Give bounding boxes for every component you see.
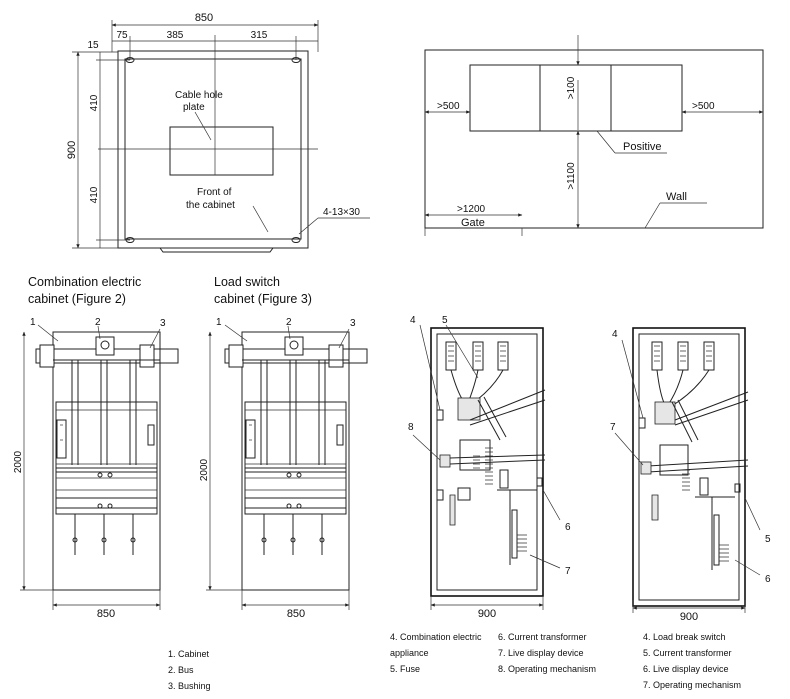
front-label-1: Front of	[197, 187, 232, 198]
legend1-item-3: 3. Bushing	[168, 681, 211, 691]
fig3-front-view: 850 2000 1 2 3	[199, 317, 368, 620]
fig3-callout-1: 1	[216, 317, 222, 328]
dim-gate-1200: >1200	[457, 204, 486, 215]
fig2-dim-850: 850	[97, 608, 115, 620]
dim-left-500: >500	[437, 101, 460, 112]
dim-right-500: >500	[692, 101, 715, 112]
dim-width-850: 850	[195, 12, 213, 24]
fig3-dim-2000: 2000	[199, 458, 210, 481]
fig2-side-view: 900 4 5 8 6 7	[408, 315, 571, 620]
fig2-callout-3: 3	[160, 318, 166, 329]
dim-top-100: >100	[566, 76, 577, 99]
dim-front-1100: >1100	[566, 162, 577, 190]
cable-hole-label-2: plate	[183, 102, 205, 113]
fig2-title-2: cabinet (Figure 2)	[28, 292, 126, 306]
legend1-item-1: 1. Cabinet	[168, 649, 210, 659]
dim-385: 385	[167, 30, 184, 41]
legend3-item-1: 4. Load break switch	[643, 632, 726, 642]
legend3-item-2: 5. Current transformer	[643, 648, 732, 658]
fig2-side-callout-5: 5	[442, 315, 448, 326]
front-label-2: the cabinet	[186, 200, 235, 211]
fig2-front-view: 850 2000 1 2 3	[13, 317, 179, 620]
fig3-callout-3: 3	[350, 318, 356, 329]
legend2a-item-1: 4. Combination electric	[390, 632, 482, 642]
legend2a-item-2: appliance	[390, 648, 429, 658]
room-layout-view: >500 >500 >100 >1100 Positive Wall >1200…	[424, 35, 764, 236]
dim-height-900: 900	[66, 141, 78, 159]
fig3-side-view: 900 4 7 5 6	[610, 327, 771, 623]
fig3-side-callout-5: 5	[765, 534, 771, 545]
legend3-item-4: 7. Operating mechanism	[643, 680, 741, 690]
legend2b-item-2: 7. Live display device	[498, 648, 584, 658]
fig3-side-callout-7: 7	[610, 422, 616, 433]
dim-15: 15	[87, 40, 99, 51]
fig2-side-callout-7: 7	[565, 566, 571, 577]
positive-label: Positive	[623, 141, 662, 153]
legend-load-switch-cabinet: 4. Load break switch 5. Current transfor…	[643, 632, 741, 690]
legend2a-item-3: 5. Fuse	[390, 664, 420, 674]
dim-410-bottom: 410	[89, 186, 100, 203]
fig3-dim-850: 850	[287, 608, 305, 620]
fig3-callout-2: 2	[286, 317, 292, 328]
holes-dim-label: 4-13×30	[323, 207, 360, 218]
fig3-side-dim-900: 900	[680, 611, 698, 623]
fig3-title-1: Load switch	[214, 275, 280, 289]
fig3-side-callout-6: 6	[765, 574, 771, 585]
fig3-side-callout-4: 4	[612, 329, 618, 340]
fig2-side-callout-8: 8	[408, 422, 414, 433]
dim-75: 75	[116, 30, 128, 41]
legend2b-item-1: 6. Current transformer	[498, 632, 587, 642]
legend2b-item-3: 8. Operating mechanism	[498, 664, 596, 674]
cable-hole-label-1: Cable hole	[175, 90, 223, 101]
fig2-dim-2000: 2000	[13, 450, 24, 473]
fig2-title-1: Combination electric	[28, 275, 141, 289]
fig2-side-dim-900: 900	[478, 608, 496, 620]
fig3-title-2: cabinet (Figure 3)	[214, 292, 312, 306]
fig2-callout-1: 1	[30, 317, 36, 328]
cabinet-plan-view: 850 75 385 315 15 410 410 900 Cable hole…	[66, 12, 370, 253]
dim-315: 315	[251, 30, 268, 41]
fig2-callout-2: 2	[95, 317, 101, 328]
legend3-item-3: 6. Live display device	[643, 664, 729, 674]
fig2-side-callout-4: 4	[410, 315, 416, 326]
legend-combination-cabinet: 4. Combination electric appliance 5. Fus…	[390, 632, 596, 674]
dim-410-top: 410	[89, 94, 100, 111]
fig2-side-callout-6: 6	[565, 522, 571, 533]
gate-label: Gate	[461, 217, 485, 229]
legend1-item-2: 2. Bus	[168, 665, 194, 675]
legend-cabinet-parts: 1. Cabinet 2. Bus 3. Bushing	[168, 649, 211, 691]
wall-label: Wall	[666, 191, 687, 203]
